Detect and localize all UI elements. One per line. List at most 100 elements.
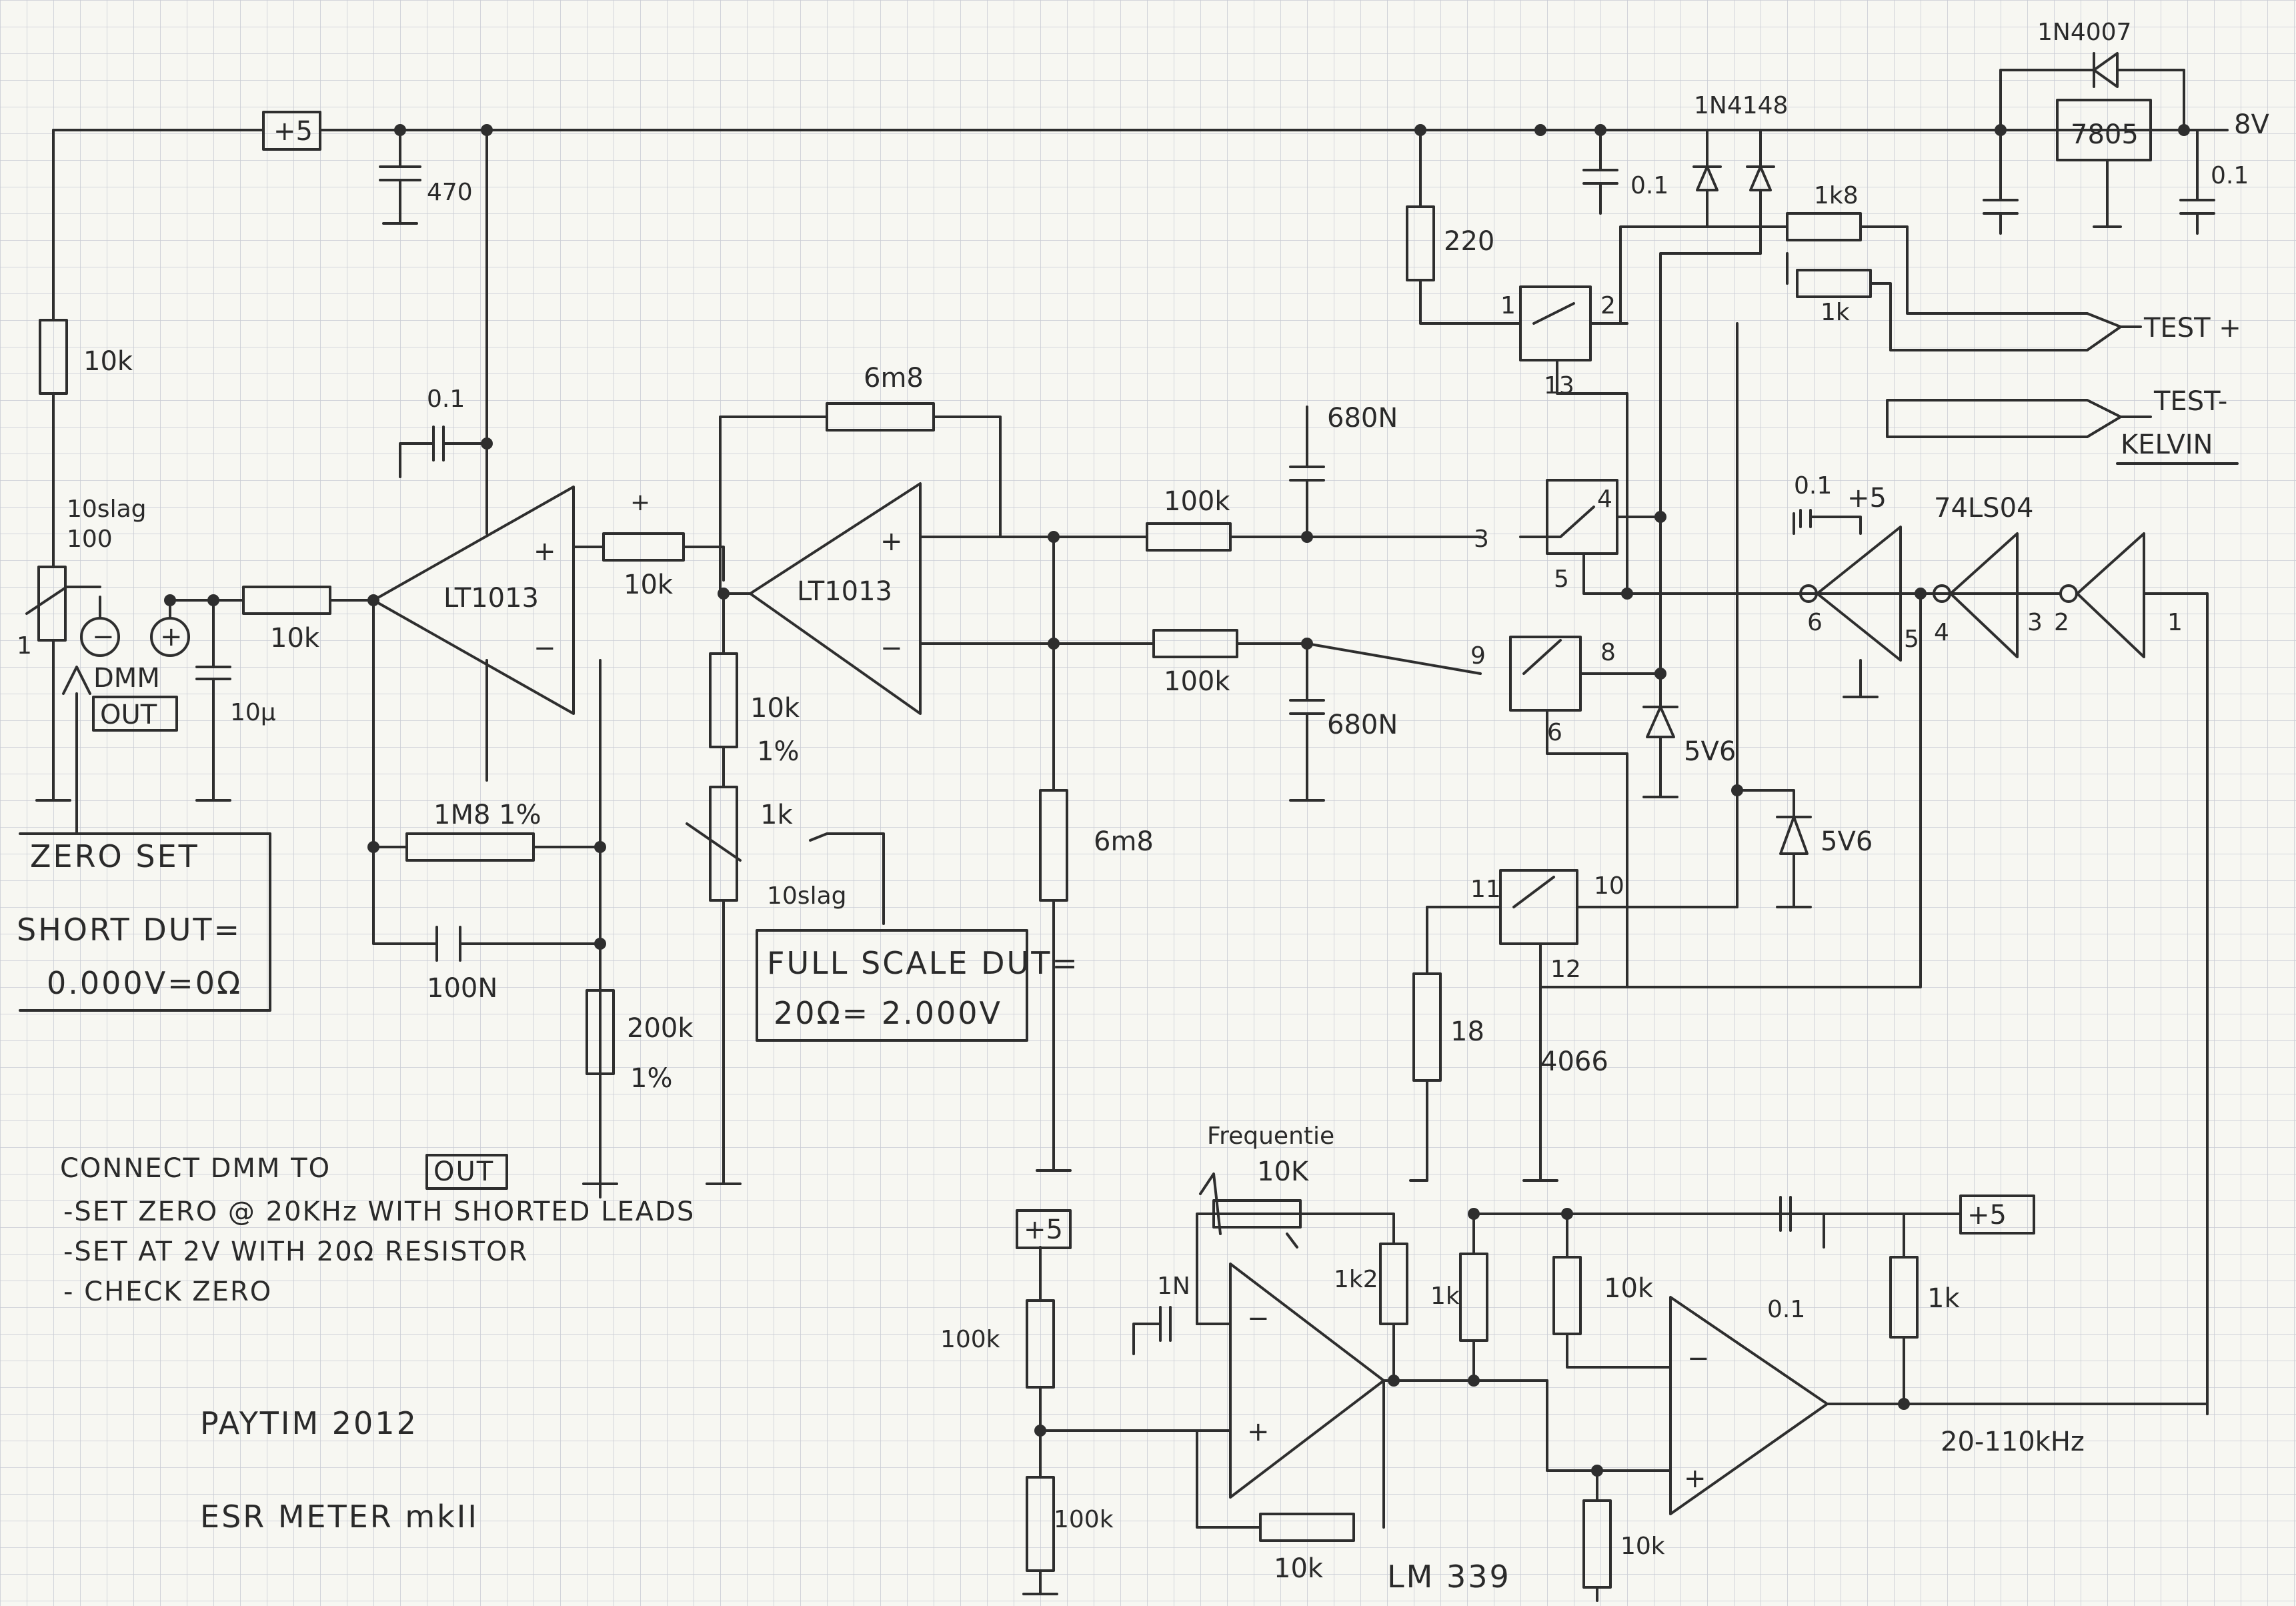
- test-kelvin-terminal: TEST- KELVIN: [1886, 386, 2239, 465]
- instruction-line-1: CONNECT DMM TO: [60, 1153, 331, 1184]
- svg-text:220: 220: [1444, 226, 1494, 257]
- svg-text:3: 3: [1474, 526, 1489, 553]
- inverter-chain-74ls04: 0.1 +5 74LS04 6 5 4 3 2 1: [1626, 472, 2209, 1415]
- switch-4066-b: 3 4 5: [1474, 479, 2032, 595]
- capacitor-10u: 10µ: [195, 599, 276, 802]
- out-label: OUT: [100, 700, 157, 730]
- svg-text:1: 1: [2167, 609, 2183, 636]
- svg-text:0.1: 0.1: [2211, 162, 2249, 189]
- oscillator-bias: +5 100k 100k: [940, 1209, 1198, 1595]
- svg-text:LM 339: LM 339: [1387, 1559, 1511, 1595]
- svg-text:1k: 1k: [1821, 299, 1850, 326]
- svg-text:3: 3: [2027, 609, 2043, 636]
- svg-text:1N4148: 1N4148: [1694, 92, 1788, 119]
- svg-text:7805: 7805: [2071, 119, 2139, 150]
- svg-text:10slag: 10slag: [67, 496, 146, 523]
- svg-text:10: 10: [1594, 872, 1624, 900]
- test-plus-terminal: TEST +: [2119, 313, 2241, 343]
- svg-text:10k: 10k: [270, 623, 320, 654]
- svg-text:0.1: 0.1: [1630, 172, 1668, 199]
- svg-text:10K: 10K: [1257, 1156, 1310, 1187]
- switch-4066-d: 11 10 12 18 4066: [1409, 869, 1739, 1182]
- oscillator-comparator-2: − + 1k 10k 10k 0.1 +5 1k 20-110kHz LM 33…: [1387, 1194, 2209, 1602]
- svg-text:4: 4: [1597, 486, 1612, 513]
- svg-text:0.1: 0.1: [1767, 1296, 1805, 1323]
- svg-text:1: 1: [17, 632, 32, 660]
- junction-dots: [164, 124, 2190, 1477]
- svg-text:1k: 1k: [1430, 1283, 1460, 1310]
- svg-text:1k: 1k: [760, 800, 793, 830]
- svg-text:6: 6: [1807, 609, 1823, 636]
- feedback-network-2: 6m8 10k 1% 1k 10slag: [686, 363, 1002, 1185]
- svg-text:+5: +5: [1847, 483, 1887, 514]
- svg-text:−: −: [880, 633, 903, 664]
- oscillator-comparator-1: − + 1N Frequentie 10K 1k2 10k: [1132, 1122, 1548, 1584]
- resistor-10k-left-label: 10k: [83, 346, 133, 377]
- author-signature: PAYTIM 2012: [200, 1405, 418, 1441]
- svg-text:4066: 4066: [1540, 1046, 1608, 1077]
- svg-text:10k: 10k: [750, 693, 800, 724]
- supply-rail: [52, 129, 2202, 321]
- svg-text:+: +: [1247, 1417, 1270, 1447]
- svg-text:−: −: [1247, 1303, 1270, 1334]
- svg-text:1N: 1N: [1157, 1273, 1190, 1300]
- svg-text:10µ: 10µ: [230, 699, 276, 726]
- full-scale-line2: 20Ω= 2.000V: [774, 995, 1002, 1031]
- svg-text:−: −: [1687, 1343, 1710, 1374]
- svg-text:680N: 680N: [1327, 710, 1398, 740]
- svg-text:6m8: 6m8: [1094, 826, 1154, 857]
- svg-text:10k: 10k: [624, 570, 674, 600]
- diodes-1n4148: 1N4148: [1619, 92, 1789, 325]
- opamp-lt1013-a: LT1013 + −: [372, 129, 575, 782]
- svg-text:100: 100: [67, 526, 113, 553]
- svg-text:18: 18: [1450, 1016, 1484, 1047]
- svg-text:+5: +5: [1024, 1215, 1063, 1245]
- rc-filter-b: 100k 680N: [999, 629, 1482, 802]
- dmm-label: DMM: [93, 663, 160, 694]
- switch-4066-c: 9 8 6: [1470, 636, 1662, 988]
- instruction-line-2: -SET ZERO @ 20KHz WITH SHORTED LEADS: [63, 1196, 695, 1227]
- capacitor-470-label: 470: [427, 179, 473, 206]
- svg-text:0.1: 0.1: [1794, 472, 1832, 500]
- svg-text:9: 9: [1470, 642, 1486, 670]
- svg-text:+: +: [1684, 1463, 1706, 1494]
- svg-text:TEST-: TEST-: [2153, 386, 2227, 417]
- capacitor-01-left: 0.1: [399, 385, 488, 478]
- svg-text:+5: +5: [1967, 1200, 2007, 1231]
- svg-text:10slag: 10slag: [767, 882, 846, 910]
- opamp-lt1013-b: LT1013 + −: [749, 482, 922, 715]
- svg-text:+: +: [160, 622, 183, 652]
- svg-text:1: 1: [1500, 292, 1516, 319]
- svg-text:8V: 8V: [2234, 109, 2269, 140]
- svg-text:−: −: [92, 622, 115, 652]
- svg-text:+: +: [880, 526, 903, 557]
- svg-text:+: +: [533, 536, 556, 567]
- svg-text:1k: 1k: [1927, 1283, 1960, 1314]
- svg-text:LT1013: LT1013: [443, 583, 539, 614]
- instruction-out-box: OUT: [433, 1156, 494, 1187]
- zero-set-box: ZERO SET SHORT DUT= 0.000V=0Ω: [17, 832, 271, 1012]
- svg-text:TEST +: TEST +: [2143, 313, 2241, 343]
- svg-text:5: 5: [1554, 566, 1569, 593]
- svg-text:0.1: 0.1: [427, 385, 465, 413]
- svg-text:−: −: [533, 633, 556, 664]
- svg-text:1%: 1%: [630, 1063, 672, 1094]
- svg-text:5: 5: [1904, 626, 1919, 653]
- dmm-terminals: − + DMM OUT: [62, 596, 241, 835]
- svg-text:1k2: 1k2: [1334, 1266, 1378, 1293]
- instruction-line-3: -SET AT 2V WITH 20Ω RESISTOR: [63, 1237, 528, 1267]
- svg-text:100k: 100k: [1164, 486, 1230, 517]
- svg-text:10k: 10k: [1620, 1533, 1665, 1560]
- svg-text:1%: 1%: [757, 736, 799, 767]
- svg-text:11: 11: [1470, 876, 1501, 903]
- full-scale-line1: FULL SCALE DUT=: [767, 945, 1080, 981]
- svg-text:74LS04: 74LS04: [1934, 493, 2033, 524]
- svg-text:10k: 10k: [1604, 1273, 1654, 1304]
- svg-text:200k: 200k: [627, 1013, 694, 1044]
- full-scale-box: FULL SCALE DUT= 20Ω= 2.000V: [756, 929, 1080, 1042]
- supply-label-top: +5: [262, 111, 321, 151]
- svg-text:LT1013: LT1013: [797, 576, 892, 607]
- zero-set-line2: 0.000V=0Ω: [47, 965, 242, 1001]
